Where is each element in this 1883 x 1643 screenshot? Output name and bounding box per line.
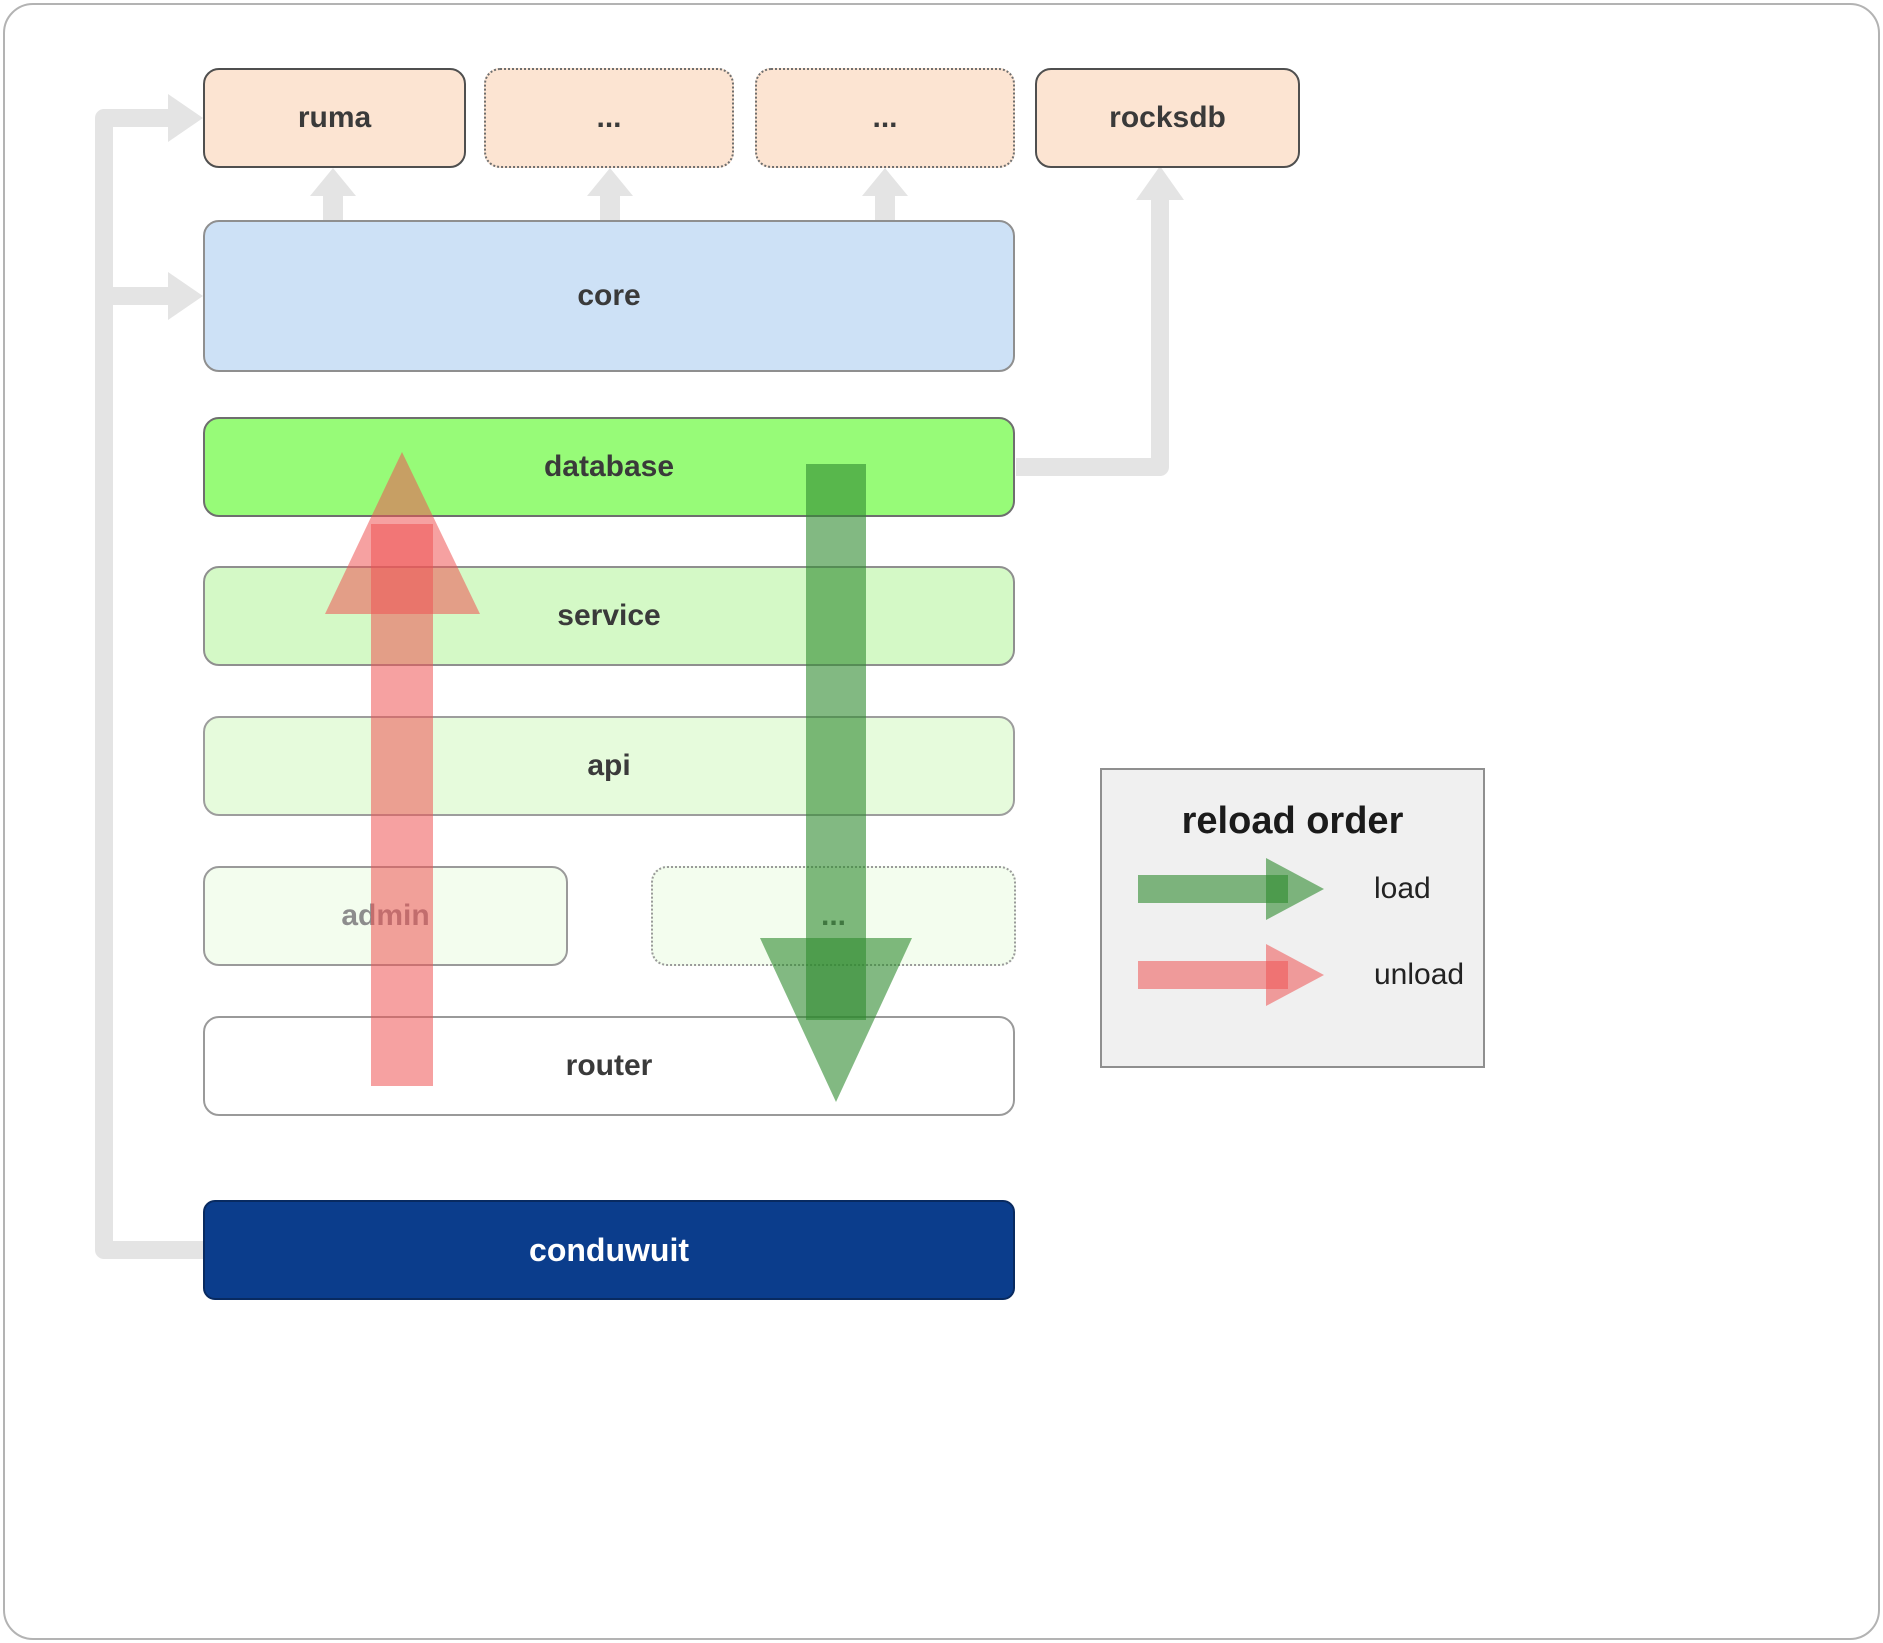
box-conduwuit-label: conduwuit [529,1231,689,1268]
load-arrow-icon [1138,858,1324,920]
box-core: core [203,220,1015,372]
box-admin-more-label: ... [820,899,846,932]
box-api-label: api [587,749,631,782]
box-core-label: core [577,279,641,312]
box-service-label: service [557,599,661,632]
core-to-dep2-arrow-icon [862,168,908,221]
arrowhead-into-ruma-icon [168,94,203,142]
box-conduwuit: conduwuit [203,1200,1015,1300]
box-router-label: router [565,1049,653,1082]
box-router: router [203,1016,1015,1116]
core-to-ruma-arrow-icon [310,168,356,221]
box-admin-more: ... [651,866,1016,966]
legend-load-label: load [1374,872,1431,905]
legend-title: reload order [1181,800,1404,842]
box-dependency-1: ... [484,68,734,168]
reload-order-legend: reload order load unload [1100,768,1485,1068]
box-dependency-1-label: ... [596,101,622,134]
legend-item-load: load [1136,849,1483,929]
conduwuit-to-ruma-connector [95,109,203,1259]
legend-item-unload: unload [1136,935,1483,1015]
box-service: service [203,566,1015,666]
core-to-dep1-arrow-icon [587,168,633,221]
legend-unload-label: unload [1374,958,1465,991]
arrowhead-into-core-icon [168,272,203,320]
box-ruma: ruma [203,68,466,168]
box-admin: admin [203,866,568,966]
arrowhead-into-rocksdb-icon [1136,166,1184,200]
box-database: database [203,417,1015,517]
database-to-rocksdb-connector [1016,184,1169,476]
box-ruma-label: ruma [297,101,372,134]
box-api: api [203,716,1015,816]
box-rocksdb-label: rocksdb [1109,101,1226,134]
box-dependency-2-label: ... [872,101,898,134]
box-rocksdb: rocksdb [1035,68,1300,168]
box-admin-label: admin [341,899,430,932]
box-database-label: database [543,450,675,483]
unload-arrow-icon [1138,944,1324,1006]
box-dependency-2: ... [755,68,1015,168]
